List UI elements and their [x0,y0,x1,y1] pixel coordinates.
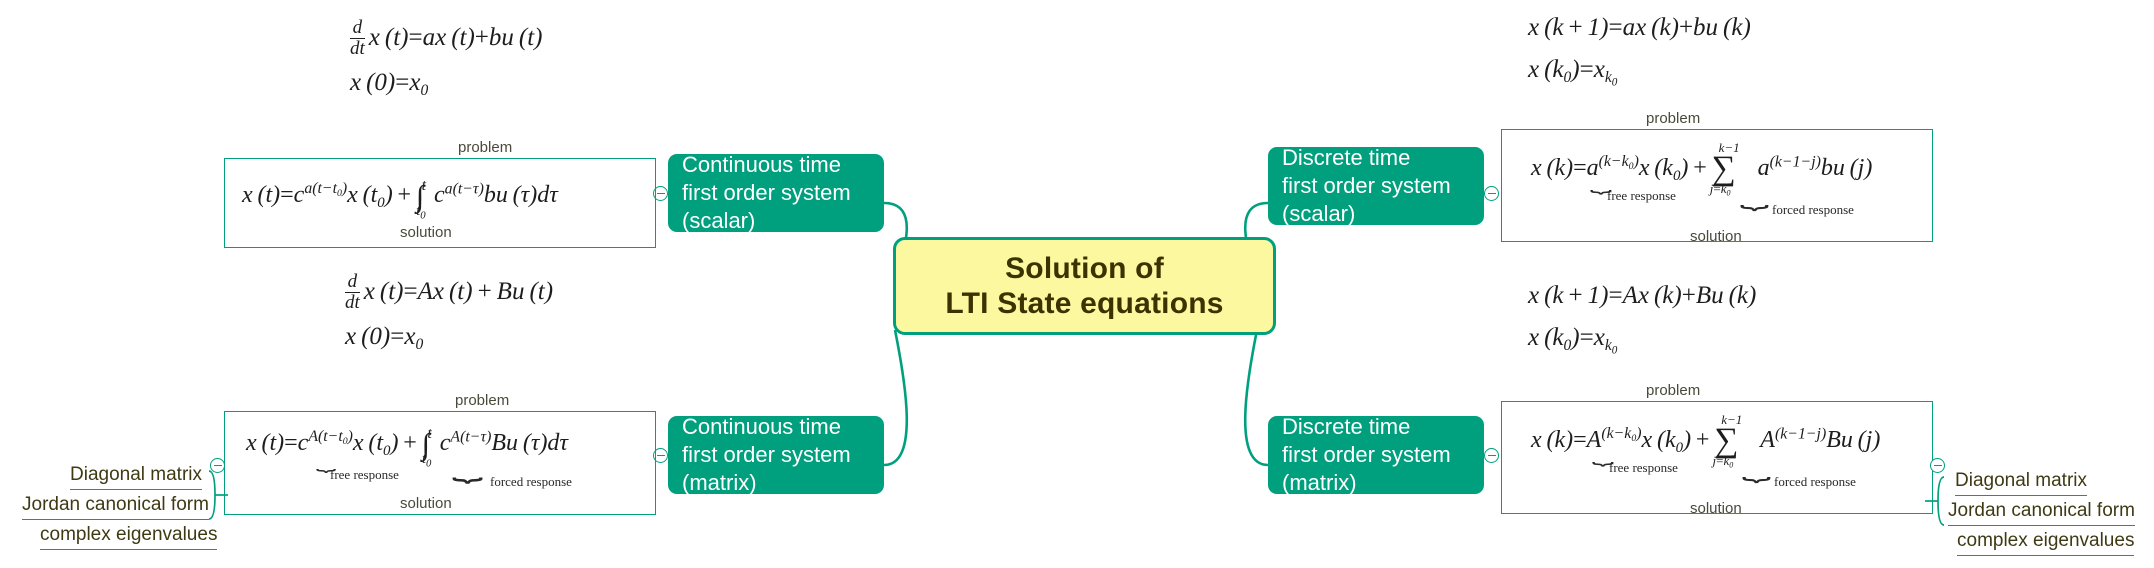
branch-continuous-matrix[interactable]: Continuous time first order system (matr… [668,413,884,496]
branch-discrete-matrix-label-3: (matrix) [1282,470,1357,496]
box-ct-scalar-solution [224,158,656,248]
collapse-toggle-ct-matrix-leaves[interactable] [210,458,225,473]
leaf-ct-matrix-jordan[interactable]: Jordan canonical form [22,494,209,520]
label-dt-matrix-forced-response: forced response [1774,474,1856,489]
label-dt-matrix-free-response: free response [1609,460,1678,475]
branch-continuous-scalar-label-3: (scalar) [682,208,756,234]
collapse-toggle-continuous-scalar[interactable] [653,186,668,201]
collapse-toggle-discrete-scalar[interactable] [1484,186,1499,201]
branch-continuous-matrix-label-3: (matrix) [682,470,757,496]
root-title-line-2: LTI State equations [945,287,1224,320]
dt-scalar-solution-eq: x (k)=a(k−k0)x (k0) + ∑j=k0k−1a(k−1−j)bu… [1531,139,1873,198]
label-dt-scalar-free-response: free response [1607,188,1676,203]
formula-dt-matrix-solution: x (k)=A(k−k0)x (k0) + ∑j=k0k−1A(k−1−j)Bu… [1531,411,1881,470]
underbrace-ct-matrix-free: ⏟ [316,450,337,472]
ct-scalar-problem-eq1: x (t)=ax (t)+bu (t) [368,24,543,52]
branch-discrete-scalar-label-3: (scalar) [1282,201,1356,227]
ct-matrix-problem-eq1: x (t)=Ax (t) + Bu (t) [363,278,554,306]
branch-discrete-scalar-label-2: first order system [1282,172,1451,198]
leaf-dt-matrix-complex[interactable]: complex eigenvalues [1957,530,2135,556]
underbrace-ct-matrix-forced: ⏟ [452,450,484,482]
branch-continuous-scalar[interactable]: Continuous time first order system (scal… [668,151,884,234]
branch-continuous-matrix-label-2: first order system [682,441,851,467]
dt-matrix-solution-eq: x (k)=A(k−k0)x (k0) + ∑j=k0k−1A(k−1−j)Bu… [1531,411,1881,470]
dt-scalar-problem-eq2: x (k0)=xk0 [1528,56,1618,89]
caption-dt-scalar-problem: problem [1646,110,1701,127]
box-dt-scalar-solution [1501,129,1933,242]
ct-scalar-problem-eq2: x (0)=x0 [350,68,429,99]
derivative-operator: d dt [350,17,365,59]
branch-discrete-scalar-label-1: Discrete time [1282,144,1411,170]
formula-dt-matrix-problem: x (k + 1)=Ax (k)+Bu (k) x (k0)=xk0 [1528,282,1756,357]
leaf-dt-matrix-diagonal[interactable]: Diagonal matrix [1955,470,2087,496]
box-dt-matrix-solution [1501,401,1933,514]
underbrace-dt-matrix-forced: ⏟ [1742,452,1771,482]
caption-dt-matrix-solution: solution [1690,500,1742,517]
leaf-ct-matrix-complex[interactable]: complex eigenvalues [40,524,218,550]
caption-dt-scalar-solution: solution [1690,228,1742,245]
branch-continuous-scalar-label-1: Continuous time [682,151,841,177]
label-ct-matrix-forced-response: forced response [490,474,572,489]
collapse-toggle-dt-matrix-leaves[interactable] [1930,458,1945,473]
leaf-dt-matrix-jordan[interactable]: Jordan canonical form [1948,500,2135,526]
branch-discrete-matrix-label-1: Discrete time [1282,413,1411,439]
formula-ct-matrix-problem: d dt x (t)=Ax (t) + Bu (t) x (0)=x0 [345,272,553,354]
branch-discrete-scalar[interactable]: Discrete time first order system (scalar… [1268,144,1484,227]
formula-dt-scalar-problem: x (k + 1)=ax (k)+bu (k) x (k0)=xk0 [1528,14,1751,89]
formula-ct-scalar-problem: d dt x (t)=ax (t)+bu (t) x (0)=x0 [350,18,543,100]
label-dt-scalar-forced-response: forced response [1772,202,1854,217]
caption-ct-matrix-solution: solution [400,495,452,512]
caption-dt-matrix-problem: problem [1646,382,1701,399]
underbrace-dt-matrix-free: ⏟ [1592,442,1614,465]
collapse-toggle-continuous-matrix[interactable] [653,448,668,463]
caption-ct-scalar-problem: problem [458,139,513,156]
dt-matrix-problem-eq1: x (k + 1)=Ax (k)+Bu (k) [1528,282,1757,309]
ct-matrix-problem-eq2: x (0)=x0 [345,322,424,353]
underbrace-dt-scalar-free: ⏟ [1590,170,1612,193]
leaf-ct-matrix-diagonal[interactable]: Diagonal matrix [70,464,202,490]
caption-ct-scalar-solution: solution [400,224,452,241]
formula-dt-scalar-solution: x (k)=a(k−k0)x (k0) + ∑j=k0k−1a(k−1−j)bu… [1531,139,1873,198]
root-node[interactable]: Solution of LTI State equations [893,237,1276,335]
branch-continuous-scalar-label-2: first order system [682,179,851,205]
root-title-line-1: Solution of [1005,251,1164,285]
derivative-operator-matrix: d dt [345,271,360,313]
branch-discrete-matrix-label-2: first order system [1282,441,1451,467]
dt-scalar-problem-eq1: x (k + 1)=ax (k)+bu (k) [1528,14,1751,41]
branch-discrete-matrix[interactable]: Discrete time first order system (matrix… [1268,413,1484,496]
underbrace-dt-scalar-forced: ⏟ [1740,180,1769,210]
label-ct-matrix-free-response: free response [330,467,399,482]
branch-continuous-matrix-label-1: Continuous time [682,413,841,439]
dt-matrix-problem-eq2: x (k0)=xk0 [1528,324,1618,357]
caption-ct-matrix-problem: problem [455,392,510,409]
collapse-toggle-discrete-matrix[interactable] [1484,448,1499,463]
